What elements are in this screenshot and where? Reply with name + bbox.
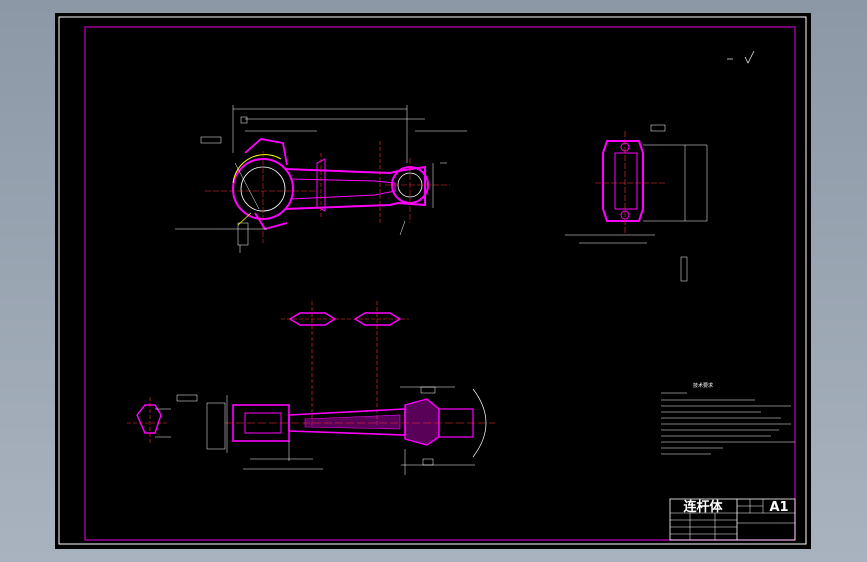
outer-border — [58, 16, 807, 545]
inner-frame — [84, 26, 796, 541]
front-view — [175, 105, 467, 253]
section-details — [281, 301, 409, 425]
drawing-title: 连杆体 — [683, 499, 723, 515]
cad-viewport[interactable]: 技术要求 连杆体 A1 — [55, 13, 811, 549]
title-block: 连杆体 A1 — [669, 498, 796, 541]
sheet-code: A1 — [769, 500, 788, 515]
notes-heading: 技术要求 — [693, 382, 713, 389]
drawing-canvas: 技术要求 连杆体 A1 — [58, 16, 807, 545]
technical-requirements: 技术要求 — [661, 382, 795, 455]
detail-view — [127, 397, 171, 443]
surface-roughness-symbol — [727, 50, 755, 64]
side-view — [565, 124, 708, 282]
bottom-view — [176, 386, 495, 475]
